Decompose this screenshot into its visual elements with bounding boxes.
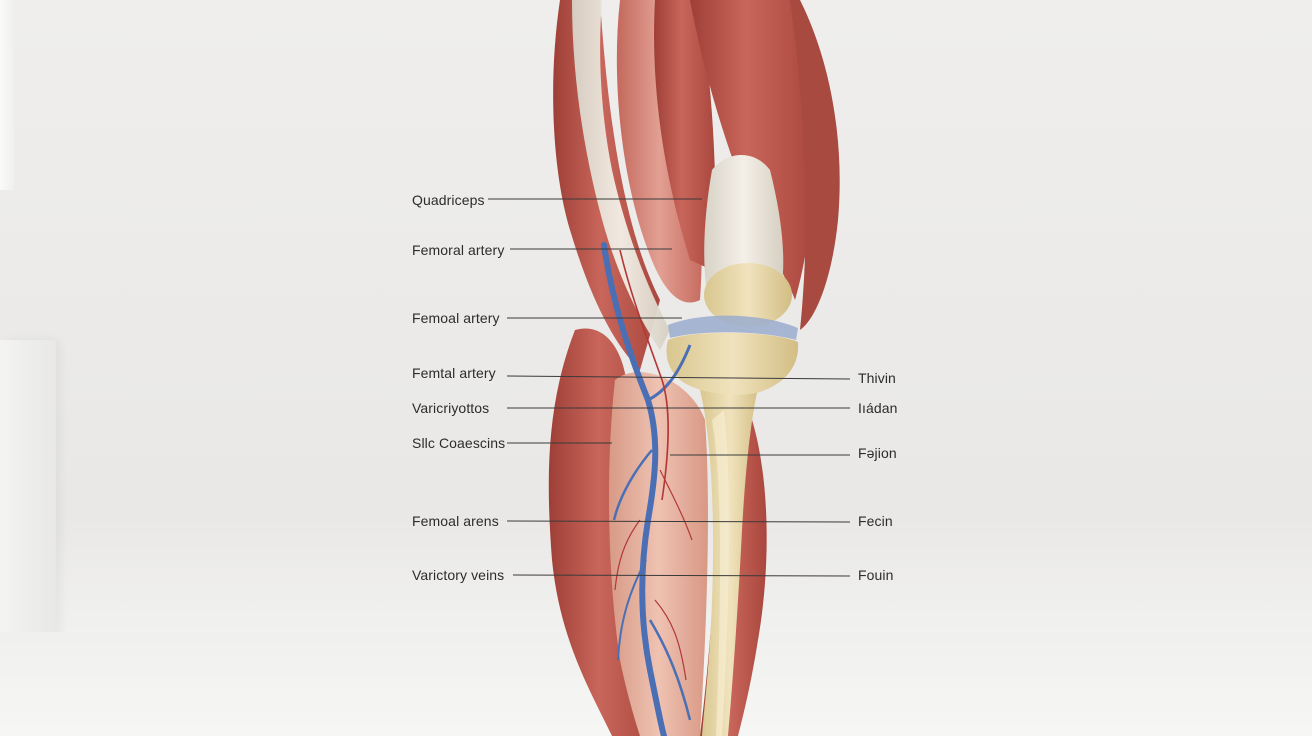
- leader-line-left-7: [506, 520, 851, 523]
- artery-branch-2: [614, 519, 641, 591]
- quadriceps-tendon: [704, 155, 784, 285]
- leader-lines: [488, 198, 851, 577]
- tibia-highlight: [712, 410, 730, 736]
- label-fecin: Fecin: [858, 513, 893, 529]
- label-iadan: Iıádan: [858, 400, 898, 416]
- shin-tissue: [608, 372, 708, 736]
- vein-branch-1: [647, 344, 692, 402]
- patella: [704, 263, 792, 327]
- leader-line-left-4: [506, 375, 851, 380]
- great-saphenous-vein: [601, 242, 667, 736]
- vastus-medialis-muscle: [690, 0, 815, 300]
- tibial-plateau: [666, 332, 799, 395]
- wall-pillar: [0, 340, 56, 640]
- vein-branch-3: [617, 559, 647, 661]
- label-femoal-artery: Femoal artery: [412, 310, 500, 326]
- vein-branch-2: [612, 449, 653, 521]
- artery-branch-1: [659, 469, 693, 541]
- label-varictory-veins: Varictory veins: [412, 567, 505, 583]
- label-femtal-artery: Femtal artery: [412, 365, 496, 381]
- label-fejion: Fəjion: [858, 445, 897, 461]
- vein-branch-4: [648, 619, 692, 721]
- label-thivin: Thivin: [858, 370, 896, 386]
- window-light: [0, 0, 14, 190]
- it-band-tendon: [572, 0, 670, 350]
- label-femoral-artery: Femoral artery: [412, 242, 505, 258]
- label-sllc-coaescins: Sllc Coaescins: [412, 435, 506, 451]
- label-varicriyottos: Varicriyottos: [412, 400, 490, 416]
- sartorius-muscle: [790, 0, 840, 330]
- femoral-artery-vessel: [619, 249, 669, 501]
- label-fouin: Fouin: [858, 567, 894, 583]
- label-femoal-arens: Femoal arens: [412, 513, 499, 529]
- knee-ligament: [668, 315, 798, 340]
- rectus-femoris-muscle: [654, 0, 716, 270]
- label-quadriceps: Quadriceps: [412, 192, 485, 208]
- tibia-bone: [700, 380, 760, 736]
- leader-line-left-8: [512, 574, 851, 577]
- artery-branch-3: [654, 599, 687, 681]
